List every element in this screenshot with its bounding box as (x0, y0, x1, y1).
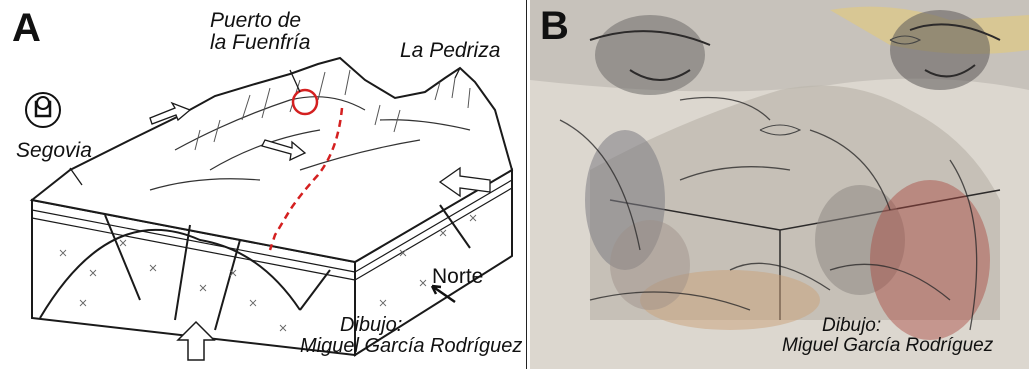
credit-b: Dibujo: Miguel García Rodríguez (782, 316, 993, 356)
credit-a-line1: Dibujo: (300, 315, 522, 336)
label-puerto-line2: la Fuenfría (210, 32, 310, 54)
panel-b-artwork: B Dibujo: Miguel García Rodríguez (530, 0, 1029, 369)
credit-b-line2: Miguel García Rodríguez (782, 336, 993, 356)
panel-a-block-diagram: A Puerto de la Fuenfría La Pedriza Segov… (0, 0, 527, 369)
credit-b-line1: Dibujo: (782, 316, 993, 336)
panel-letter-b: B (540, 6, 569, 46)
panel-letter-a: A (12, 8, 41, 48)
label-puerto-line1: Puerto de (210, 10, 310, 32)
unesco-emblem-icon (26, 93, 60, 127)
label-puerto: Puerto de la Fuenfría (210, 10, 310, 54)
label-segovia: Segovia (16, 140, 92, 162)
artwork-drawing (530, 0, 1029, 369)
label-norte: Norte (432, 266, 483, 288)
label-la-pedriza: La Pedriza (400, 40, 500, 62)
credit-a-line2: Miguel García Rodríguez (300, 336, 522, 357)
credit-a: Dibujo: Miguel García Rodríguez (300, 315, 522, 357)
